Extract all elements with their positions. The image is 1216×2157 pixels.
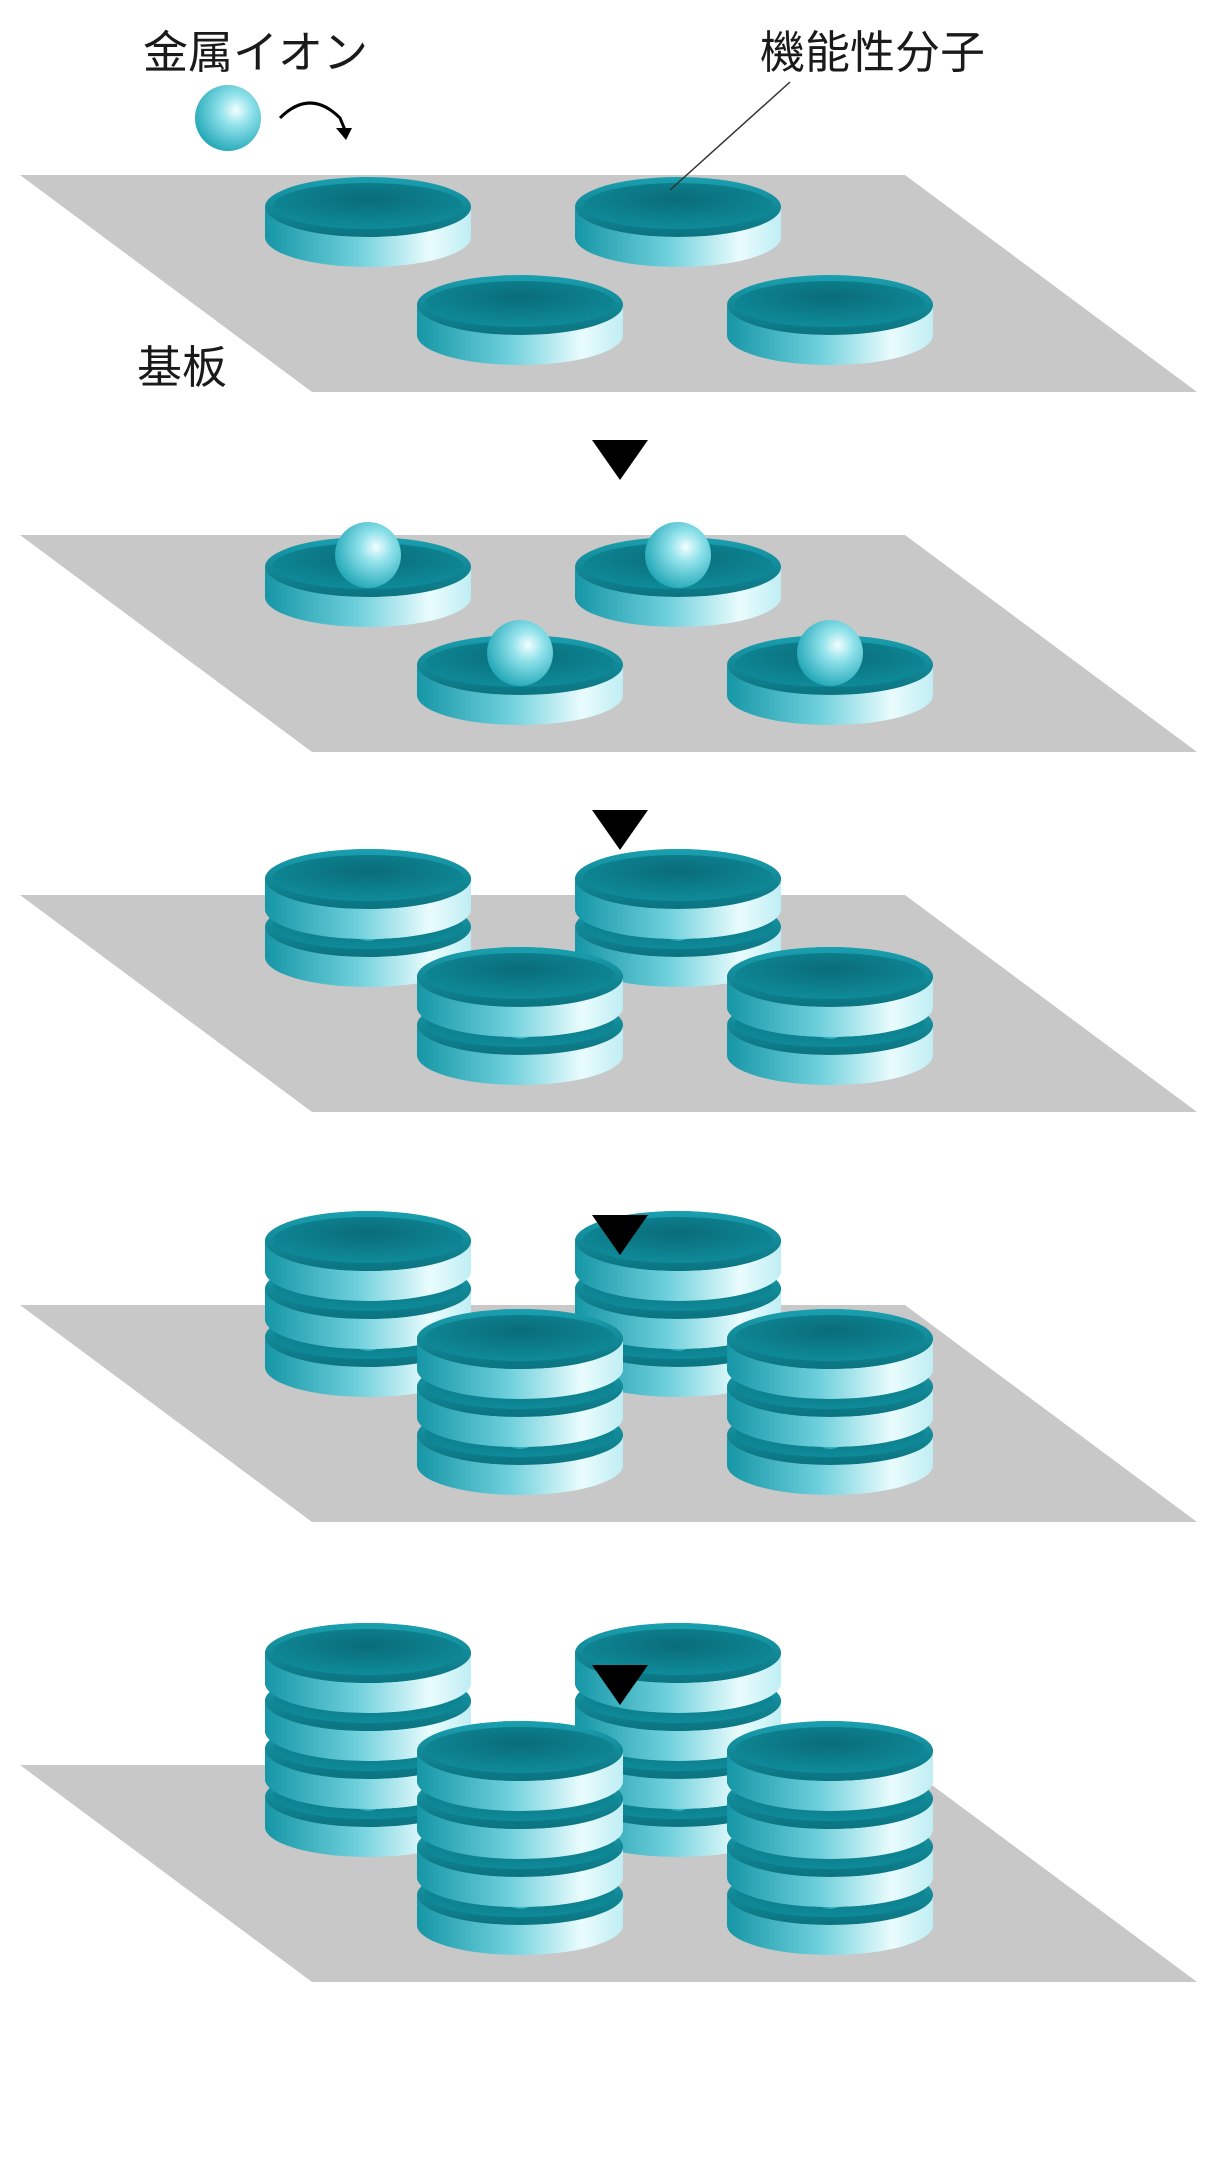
disc-top	[273, 855, 463, 901]
molecule-disc	[727, 947, 933, 1037]
disc-top	[273, 183, 463, 229]
molecule-disc	[265, 1211, 471, 1301]
step-4	[20, 1211, 1197, 1522]
molecule-stack	[265, 849, 471, 987]
step-1	[20, 175, 1197, 392]
step-2	[20, 522, 1197, 752]
disc-top	[425, 953, 615, 999]
molecule-stack	[417, 947, 623, 1085]
metal-ion-legend-icon	[195, 85, 261, 151]
molecule-stack	[727, 1309, 933, 1495]
molecule-disc	[575, 177, 781, 267]
disc-top	[583, 183, 773, 229]
step-3	[20, 849, 1197, 1112]
molecule-stack	[727, 275, 933, 365]
molecule-disc	[417, 1309, 623, 1399]
down-arrow	[592, 1215, 648, 1255]
molecule-stack	[417, 275, 623, 365]
molecule-disc	[727, 1309, 933, 1399]
molecule-stack	[417, 1309, 623, 1495]
molecule-stack	[417, 620, 623, 725]
disc-top	[735, 1727, 925, 1773]
down-arrow	[592, 810, 648, 850]
molecule-stack	[727, 620, 933, 725]
molecule-disc	[417, 1721, 623, 1811]
molecule-disc	[265, 1623, 471, 1713]
down-arrow	[592, 1665, 648, 1705]
disc-top	[583, 1629, 773, 1675]
molecule-disc	[417, 947, 623, 1037]
molecule-stack	[265, 522, 471, 627]
insert-arrowhead-icon	[336, 128, 352, 140]
disc-top	[425, 1315, 615, 1361]
disc-top	[425, 281, 615, 327]
insert-arrow-icon	[278, 101, 347, 131]
molecule-stack	[575, 522, 781, 627]
metal-ion	[335, 522, 401, 588]
molecule-stack	[265, 1623, 471, 1857]
disc-top	[425, 1727, 615, 1773]
disc-top	[735, 1315, 925, 1361]
steps-layer	[20, 175, 1197, 1982]
molecule-stack	[727, 947, 933, 1085]
functional-molecule-label: 機能性分子	[760, 26, 986, 79]
disc-top	[273, 1217, 463, 1263]
molecule-stack	[417, 1721, 623, 1955]
metal-ion-label: 金属イオン	[143, 26, 369, 79]
disc-top	[273, 1629, 463, 1675]
molecule-disc	[727, 1721, 933, 1811]
molecule-disc	[575, 849, 781, 939]
molecule-disc	[417, 275, 623, 365]
down-arrow	[592, 440, 648, 480]
disc-top	[735, 953, 925, 999]
molecule-stack	[727, 1721, 933, 1955]
molecule-stack	[575, 849, 781, 987]
molecule-disc	[727, 275, 933, 365]
molecule-disc	[265, 849, 471, 939]
metal-ion	[487, 620, 553, 686]
disc-top	[583, 855, 773, 901]
metal-ion	[797, 620, 863, 686]
disc-top	[735, 281, 925, 327]
step-5	[20, 1623, 1197, 1982]
molecule-disc	[265, 177, 471, 267]
substrate-label: 基板	[137, 341, 228, 394]
metal-ion	[645, 522, 711, 588]
legend-layer	[195, 81, 791, 191]
molecule-stack	[265, 177, 471, 267]
molecule-stack	[575, 177, 781, 267]
molecule-leader-line	[669, 81, 791, 191]
